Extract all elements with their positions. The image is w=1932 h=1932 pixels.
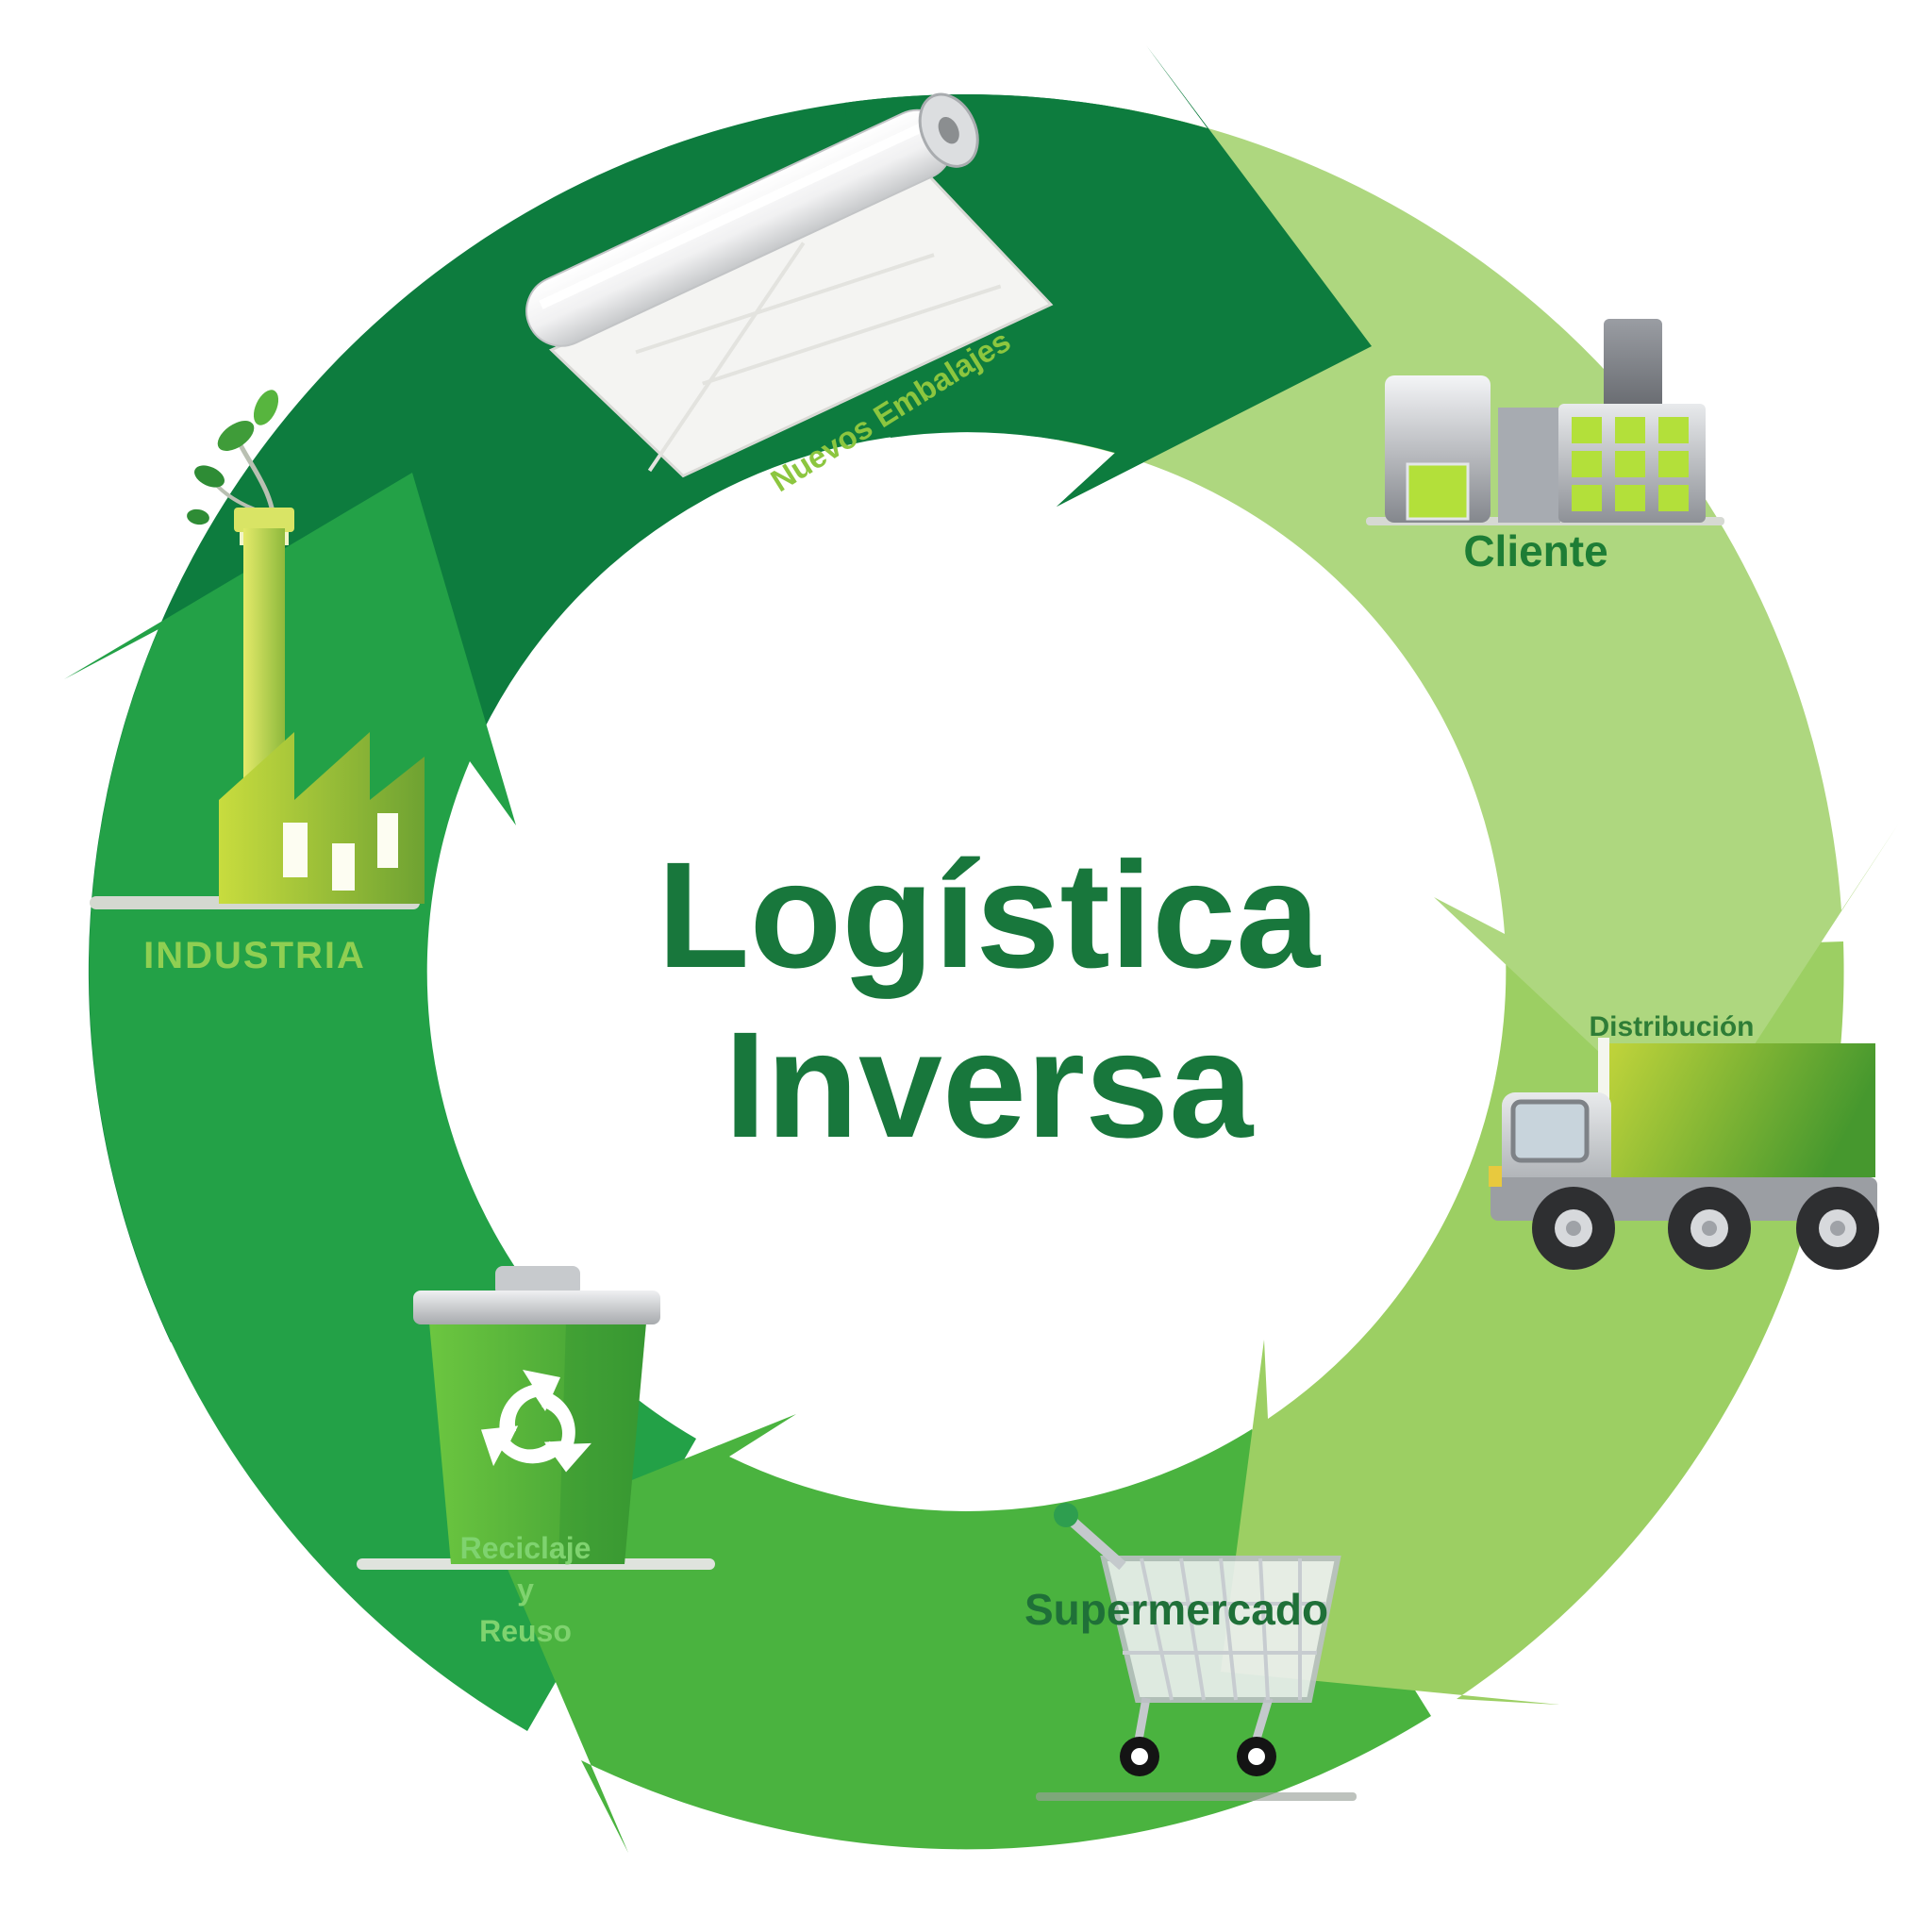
recycle-symbol (480, 1370, 591, 1473)
truck-wheels (1532, 1187, 1879, 1270)
labels: Logística Inversa Nuevos Embalajes Clien… (143, 323, 1754, 1648)
recycle-bin-icon (357, 1266, 715, 1570)
node-label-industria: INDUSTRIA (143, 935, 366, 976)
node-label-cliente: Cliente (1463, 526, 1607, 575)
arrow-industry-to-client-head (844, 45, 1372, 507)
node-label-reciclaje-line3: Reuso (479, 1614, 572, 1648)
arrow-supermarket (493, 1414, 1431, 1853)
packaging-roll-icon (525, 92, 1054, 478)
node-label-distribucion: Distribución (1589, 1011, 1754, 1042)
page-title-line1: Logística (658, 830, 1321, 999)
page-title-line2: Inversa (724, 1000, 1254, 1169)
factory-icon (90, 390, 425, 909)
shopping-cart-icon (1036, 1503, 1357, 1801)
buildings-icon (1366, 319, 1724, 525)
truck-icon (1489, 1038, 1879, 1270)
node-label-reciclaje-line1: Reciclaje (460, 1531, 591, 1565)
node-label-reciclaje-line2: y (517, 1573, 534, 1607)
ground-line (1036, 1792, 1357, 1801)
node-label-supermercado: Supermercado (1024, 1585, 1328, 1634)
